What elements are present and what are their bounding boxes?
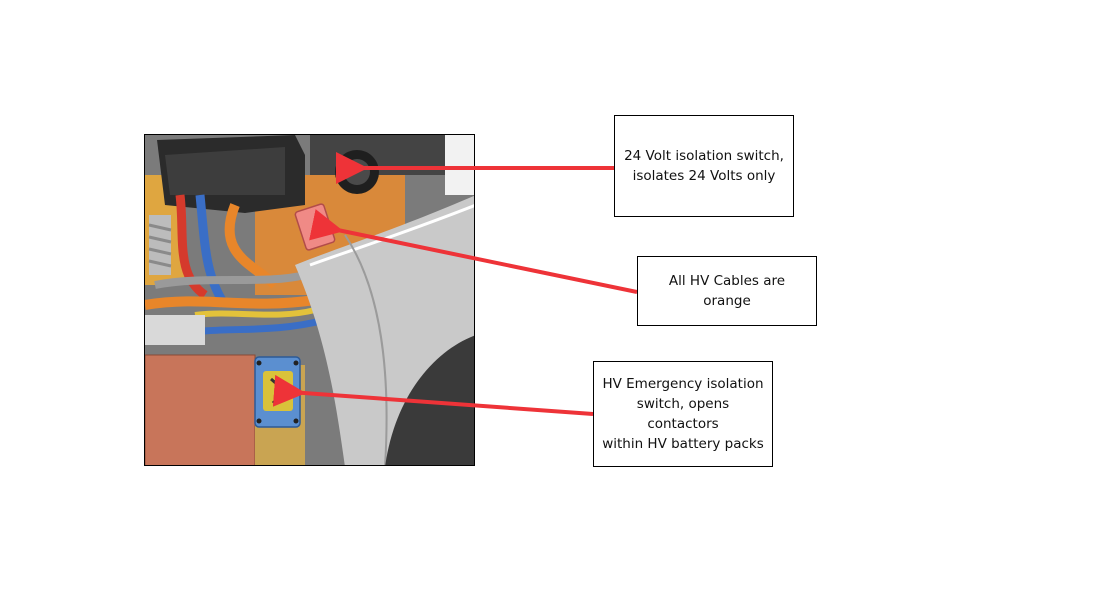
vehicle-compartment-illustration: [144, 134, 475, 466]
hv-emergency-switch-face: [263, 371, 293, 411]
upper-white-area: [445, 135, 474, 195]
fitting: [145, 315, 205, 345]
spring-coils: [148, 223, 172, 268]
screw: [256, 418, 262, 424]
gray-hose: [154, 271, 306, 289]
callout-24v-text: 24 Volt isolation switch, isolates 24 Vo…: [624, 148, 784, 184]
callout-hv-emergency-text: HV Emergency isolation switch, opens con…: [602, 376, 764, 452]
battery-block: [145, 354, 256, 465]
compartment-drawing: [145, 135, 474, 465]
screw: [293, 360, 299, 366]
callout-24v-isolation-switch: 24 Volt isolation switch, isolates 24 Vo…: [614, 115, 794, 217]
screw: [256, 360, 262, 366]
callout-hv-cables-text: All HV Cables are orange: [668, 273, 786, 309]
housing-top: [165, 147, 285, 195]
hv-cable-2: [145, 295, 316, 310]
screw: [293, 418, 299, 424]
switch-24v-knob: [344, 159, 370, 185]
red-cable: [175, 194, 208, 299]
callout-hv-emergency-switch: HV Emergency isolation switch, opens con…: [593, 361, 773, 467]
blue-cable: [195, 194, 229, 308]
yellow-line: [194, 307, 316, 318]
callout-hv-cables: All HV Cables are orange: [637, 256, 817, 326]
